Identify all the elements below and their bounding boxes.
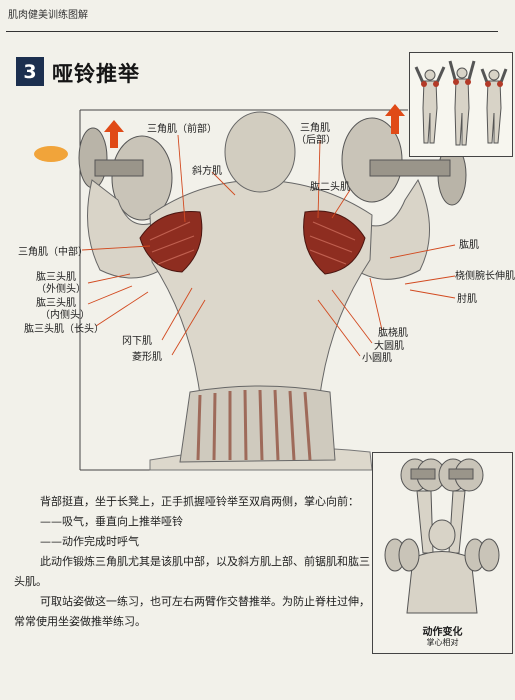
label-trapezius: 斜方肌 — [192, 166, 222, 177]
label-deltoid-front: 三角肌（前部） — [147, 124, 217, 135]
paragraph-setup: 背部挺直，坐于长凳上，正手抓握哑铃举至双肩两侧，掌心向前： — [40, 495, 359, 508]
label-triceps-medial-sub: （内侧头） — [40, 310, 90, 321]
right-dumbbell-icon — [341, 117, 467, 206]
variation-subcaption: 掌心相对 — [426, 638, 459, 647]
label-triceps-lateral-sub: （外侧头） — [36, 284, 86, 295]
section-number-badge: 3 — [16, 57, 44, 86]
label-brachioradialis: 肱桡肌 — [378, 328, 408, 339]
paragraph-variations: 可取站姿做这一练习，也可左右两臂作交替推举。为防止脊柱过伸，常常使用坐姿做推举练… — [14, 595, 370, 628]
header-title: 肌肉健美训练图解 — [8, 10, 88, 21]
label-rhomboid: 菱形肌 — [132, 352, 162, 363]
label-triceps-long: 肱三头肌（长头） — [24, 324, 104, 335]
header-rule — [6, 31, 498, 32]
inset-front-view — [409, 52, 513, 157]
label-brachialis: 肱肌 — [459, 240, 479, 251]
label-triceps-medial: 肱三头肌 — [36, 298, 76, 309]
orange-marker-icon — [34, 146, 68, 162]
label-extensor-carpi: 桡侧腕长伸肌 — [455, 271, 515, 282]
front-view-figures-illustration — [414, 60, 508, 146]
label-deltoid-middle: 三角肌（中部） — [18, 247, 88, 258]
up-arrow-left-icon — [104, 120, 124, 148]
label-teres-major: 大圆肌 — [374, 341, 404, 352]
inset-variation: 动作变化 掌心相对 — [372, 452, 513, 654]
variation-figure-illustration — [384, 458, 500, 614]
label-biceps: 肱二头肌 — [310, 182, 350, 193]
variation-caption: 动作变化 — [422, 627, 463, 638]
label-anconeus: 肘肌 — [457, 294, 477, 305]
step-inhale: ——吸气，垂直向上推举哑铃 — [40, 515, 183, 528]
label-teres-minor: 小圆肌 — [362, 353, 392, 364]
label-infraspinatus: 冈下肌 — [122, 336, 152, 347]
instruction-text: 背部挺直，坐于长凳上，正手抓握哑铃举至双肩两侧，掌心向前： ——吸气，垂直向上推… — [14, 492, 374, 632]
paragraph-muscles: 此动作锻炼三角肌尤其是该肌中部，以及斜方肌上部、前锯肌和肱三头肌。 — [14, 555, 370, 588]
step-exhale: ——动作完成时呼气 — [40, 535, 139, 548]
label-deltoid-rear-sub: （后部） — [296, 135, 336, 146]
label-triceps-lateral: 肱三头肌 — [36, 272, 76, 283]
section-title: 哑铃推举 — [52, 62, 140, 86]
left-dumbbell-icon — [78, 127, 173, 221]
label-deltoid-rear: 三角肌 — [300, 123, 330, 134]
up-arrow-right-icon — [385, 104, 405, 134]
